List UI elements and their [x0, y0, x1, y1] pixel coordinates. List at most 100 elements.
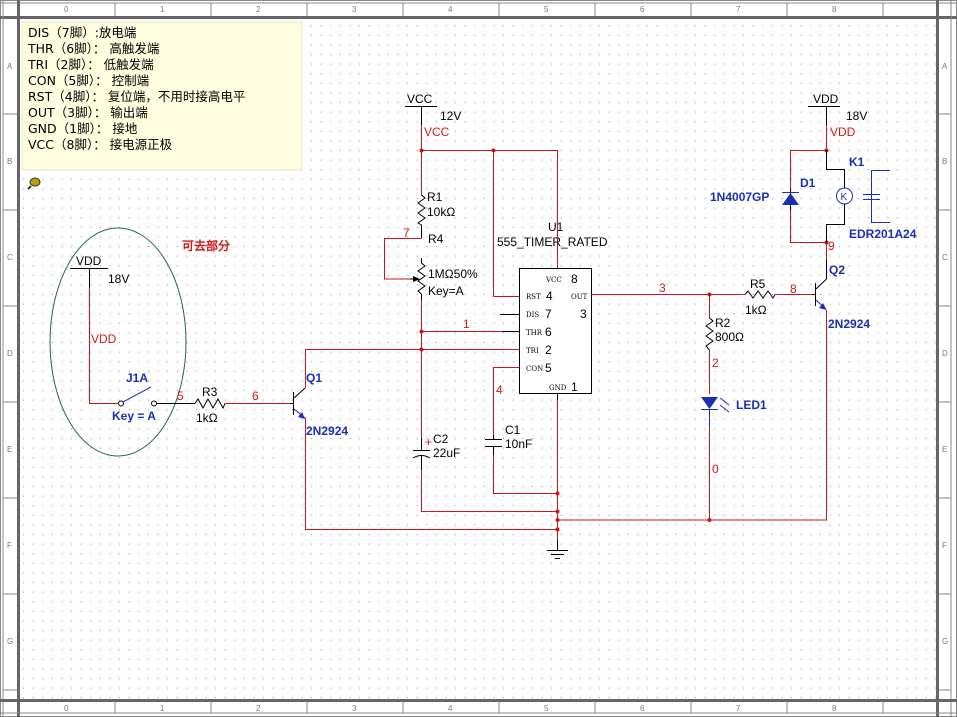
ruler-col: 5 — [544, 704, 549, 713]
net-9: 9 — [828, 239, 835, 253]
c2-ref: C2 — [433, 432, 449, 446]
vcc-source[interactable]: VCC 12V — [405, 92, 461, 125]
capacitor-c1[interactable]: C1 10nF — [485, 423, 532, 455]
ground-symbol[interactable] — [547, 540, 568, 559]
ruler-col: 0 — [64, 704, 69, 713]
switch-j1a[interactable]: J1A Key = A — [112, 371, 195, 423]
r1-value: 10kΩ — [427, 205, 455, 219]
ruler-col: 3 — [352, 704, 357, 713]
q2-ref: Q2 — [829, 263, 845, 277]
ruler-row: A — [7, 62, 13, 71]
k1-model: EDR201A24 — [849, 227, 917, 241]
ruler-row: C — [7, 253, 13, 262]
ruler-col: 0 — [64, 5, 69, 14]
resistor-r1[interactable]: R1 10kΩ — [417, 190, 455, 238]
r5-value: 1kΩ — [745, 303, 767, 317]
pin-number: 1 — [571, 380, 578, 394]
pin-number: 3 — [580, 307, 587, 321]
ruler-col: 2 — [256, 704, 261, 713]
transistor-q1[interactable]: Q1 2N2924 — [290, 371, 348, 438]
note-line: OUT（3脚）： 输出端 — [28, 105, 148, 120]
ic-u1-555[interactable]: U1 555_TIMER_RATED VCC 8 RST 4 OUT 3 DIS… — [497, 220, 608, 394]
pin-label: VCC — [545, 276, 562, 284]
ruler-row: B — [7, 157, 12, 166]
ruler-col: 6 — [640, 704, 645, 713]
resistor-r2[interactable]: R2 800Ω — [705, 316, 744, 351]
ruler-row: E — [942, 445, 947, 454]
junction — [555, 491, 560, 496]
pin-number: 6 — [545, 325, 552, 339]
c2-value: 22uF — [433, 446, 460, 460]
pin-number: 7 — [545, 307, 552, 321]
junction — [419, 148, 424, 153]
supply-voltage: 12V — [440, 109, 461, 123]
ruler-row: E — [7, 445, 12, 454]
ruler-row: F — [7, 541, 12, 550]
wire-tri — [305, 349, 519, 388]
junction — [555, 527, 560, 532]
potentiometer-r4[interactable]: R4 1MΩ50% Key=A — [410, 232, 478, 298]
net-5: 5 — [177, 389, 184, 403]
pin-label: RST — [526, 293, 541, 301]
pin-label: CON — [526, 365, 543, 373]
net-8: 8 — [790, 282, 797, 296]
note-line: THR（6脚）： 高触发端 — [27, 41, 159, 56]
pin-label: DIS — [526, 311, 539, 319]
net-label: VDD — [830, 125, 856, 139]
r4-ref: R4 — [428, 232, 444, 246]
c2-polarity: + — [425, 435, 432, 449]
ruler-row: F — [942, 541, 947, 550]
comment-pin-icon[interactable] — [27, 177, 41, 190]
ruler-row: A — [942, 62, 948, 71]
net-4: 4 — [496, 383, 503, 397]
led-ref: LED1 — [736, 398, 767, 412]
junction — [707, 518, 712, 522]
net-3: 3 — [659, 281, 666, 295]
pin-label: GND — [549, 384, 567, 392]
right-vdd-source[interactable]: VDD 18V — [808, 92, 867, 125]
ruler-col: 6 — [640, 5, 645, 14]
left-vdd-source[interactable]: VDD 18V — [70, 254, 129, 287]
wire-vdd — [89, 287, 118, 404]
net-0: 0 — [712, 462, 719, 476]
capacitor-c2[interactable]: + C2 22uF — [412, 432, 460, 470]
transistor-q2[interactable]: Q2 2N2924 — [812, 260, 870, 331]
net-7: 7 — [403, 226, 410, 240]
q1-ref: Q1 — [306, 371, 322, 385]
pin-number: 4 — [546, 289, 553, 303]
net-label: VCC — [424, 125, 450, 139]
led-led1[interactable]: LED1 — [701, 397, 767, 428]
relay-coil-icon: K — [841, 192, 848, 203]
note-line: TRI（2脚）： 低触发端 — [27, 57, 154, 72]
junction — [491, 148, 496, 153]
q2-model: 2N2924 — [828, 317, 870, 331]
relay-k1[interactable]: K K1 EDR201A24 — [826, 150, 917, 243]
resistor-r3[interactable]: R3 1kΩ — [194, 385, 226, 425]
r1-ref: R1 — [427, 190, 443, 204]
ruler-row: D — [7, 349, 13, 358]
net-2: 2 — [712, 356, 719, 370]
ruler-col: 5 — [544, 5, 549, 14]
note-line: CON（5脚）： 控制端 — [28, 73, 149, 88]
supply-name: VDD — [76, 254, 102, 268]
pin-description-note[interactable]: DIS（7脚）:放电端 THR（6脚）： 高触发端 TRI（2脚）： 低触发端 … — [21, 21, 303, 171]
switch-ref: J1A — [126, 371, 148, 385]
supply-voltage: 18V — [108, 272, 129, 286]
wire-c1-gnd — [493, 455, 557, 494]
note-line: GND（1脚）： 接地 — [28, 121, 138, 136]
diode-d1[interactable]: D1 1N4007GP — [710, 176, 816, 210]
ruler-row: B — [942, 157, 947, 166]
resistor-r5[interactable]: R5 1kΩ — [744, 277, 776, 317]
ruler-row: D — [942, 349, 948, 358]
c1-ref: C1 — [505, 423, 521, 437]
ruler-row: G — [942, 637, 948, 646]
switch-key: Key = A — [112, 409, 156, 423]
wire-vcc-pin8 — [421, 150, 558, 268]
pin-number: 5 — [545, 361, 552, 375]
ruler-col: 7 — [736, 704, 741, 713]
d1-ref: D1 — [800, 176, 816, 190]
wire-net-7 — [384, 238, 422, 280]
ruler-col: 1 — [160, 704, 165, 713]
